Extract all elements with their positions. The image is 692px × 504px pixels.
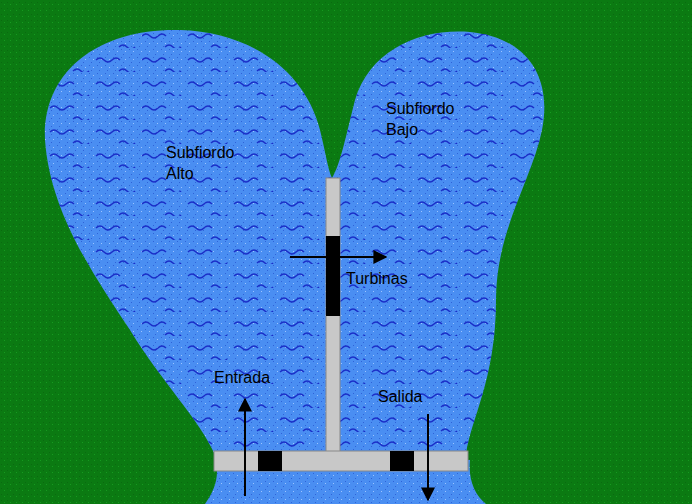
flow-label: Salida <box>378 386 478 407</box>
fjord-water <box>45 30 544 504</box>
part-label: Turbinas <box>346 268 456 289</box>
flow-label: Entrada <box>214 367 314 388</box>
dam <box>214 178 468 471</box>
flow-arrows <box>245 257 428 500</box>
region-label: Subfiordo Bajo <box>386 98 476 140</box>
region-label: Subfiordo Alto <box>166 142 256 184</box>
